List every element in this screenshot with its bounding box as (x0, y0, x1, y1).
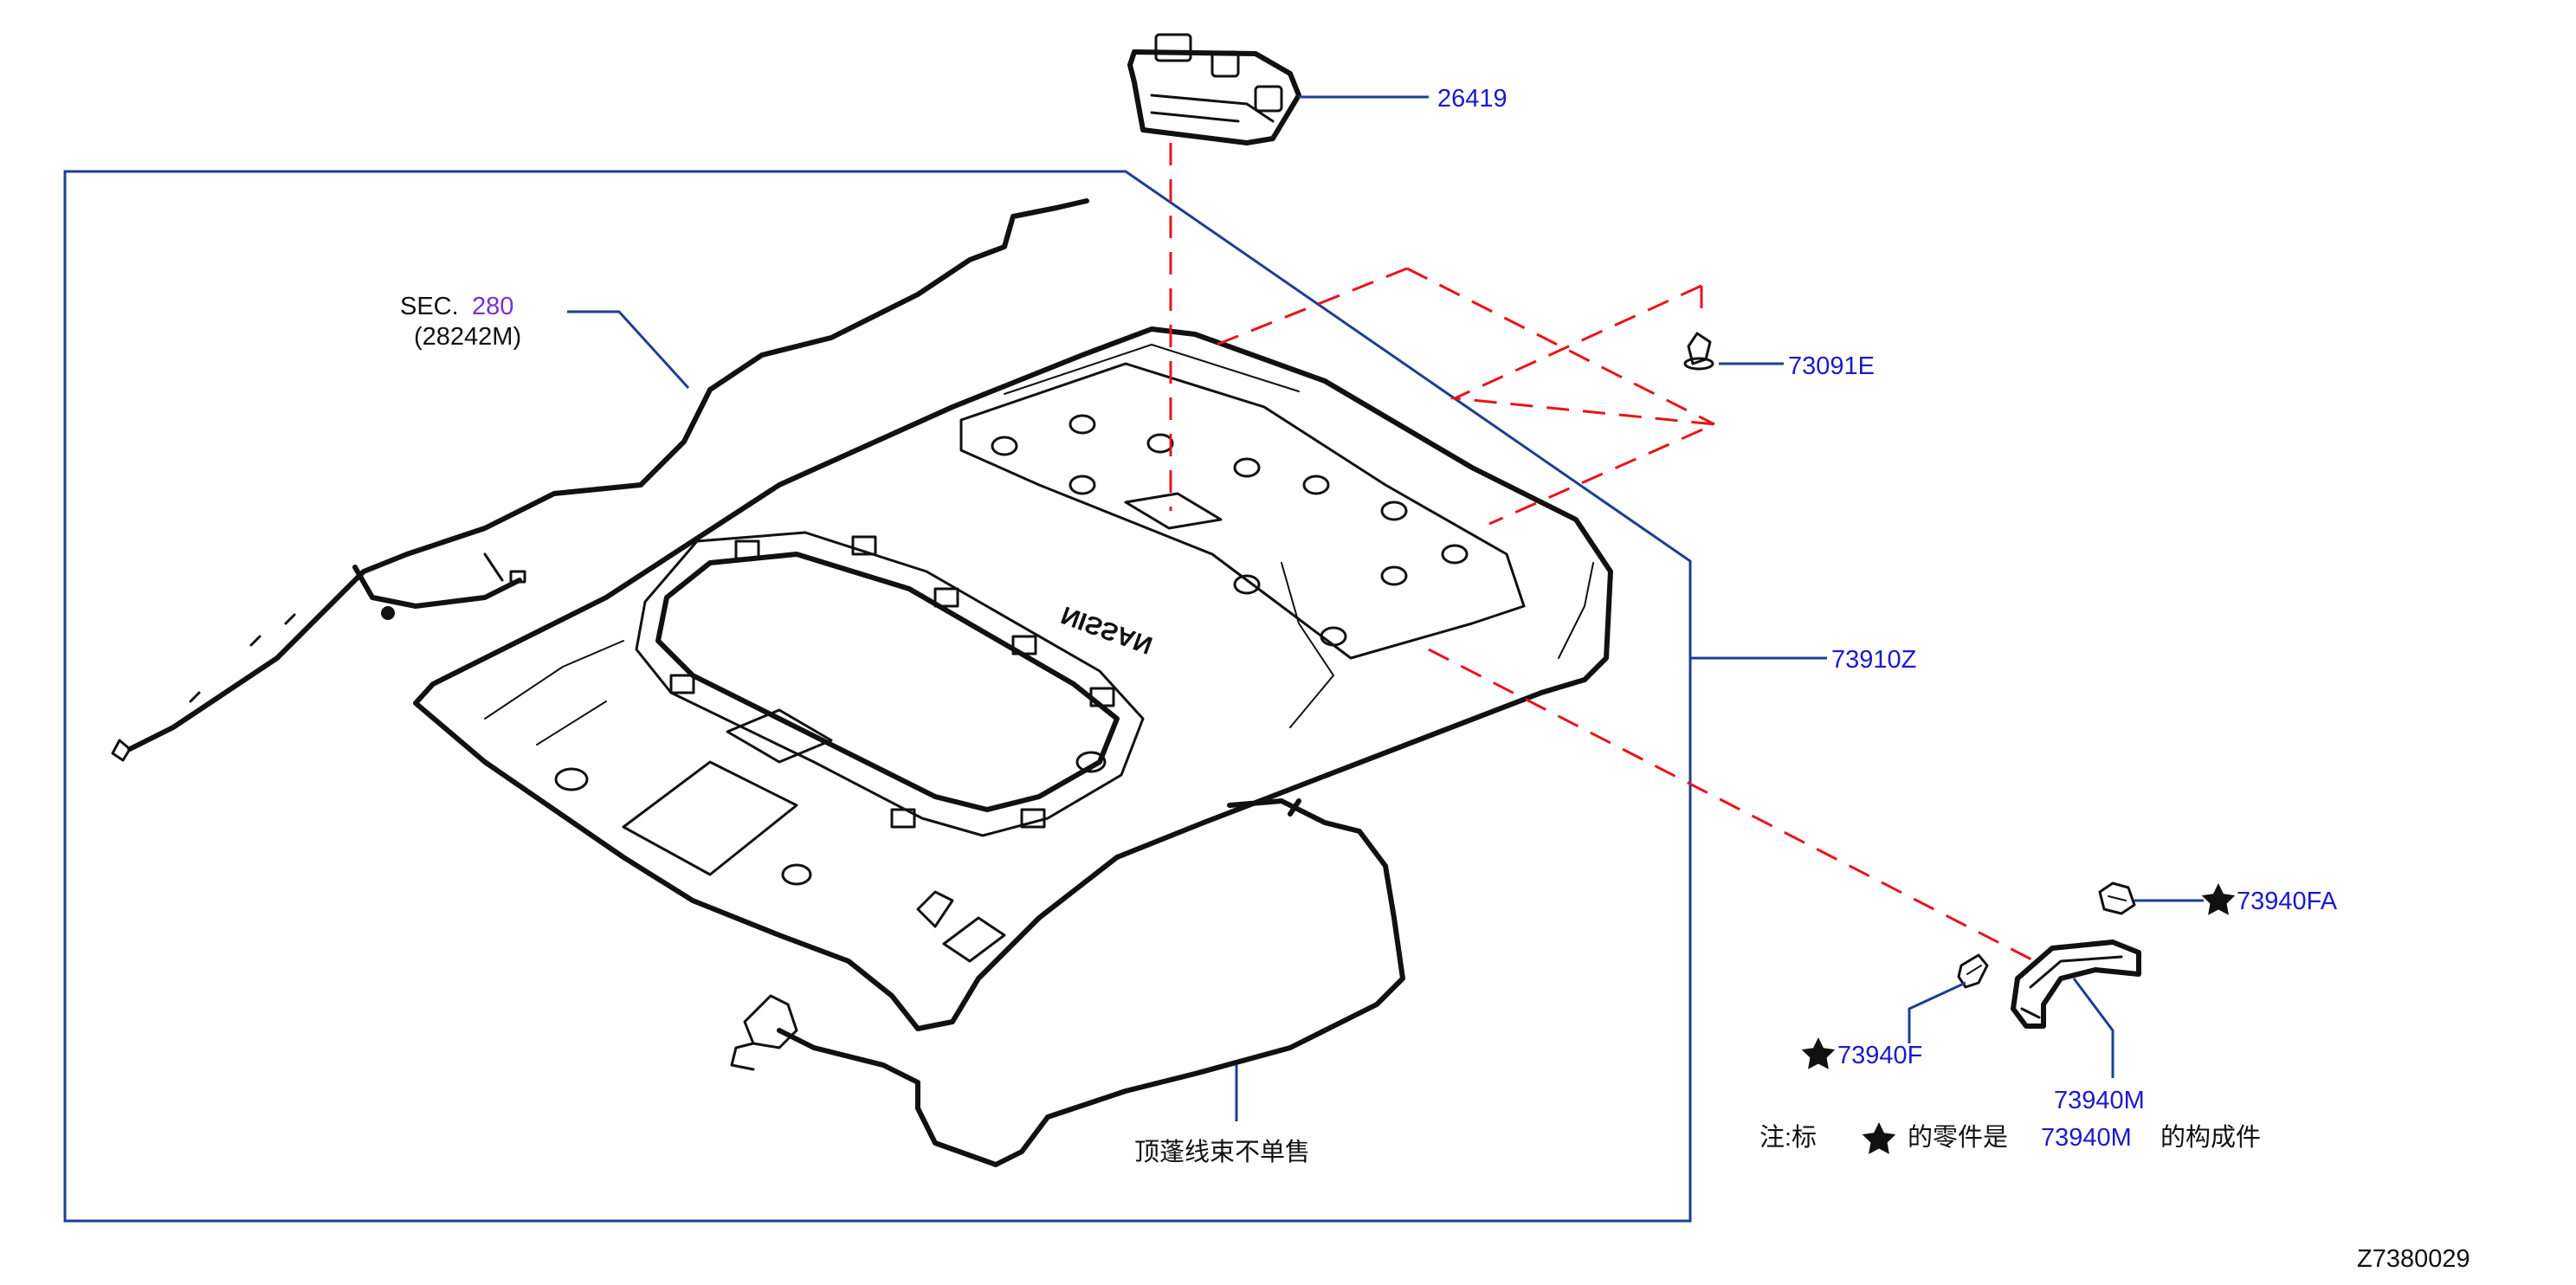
front-harness (730, 798, 1405, 1167)
leader-73940F (1908, 981, 1966, 1043)
section-prefix: SEC. (400, 293, 459, 320)
assist-grip-73940M (2011, 940, 2141, 1029)
section-sub: (28242M) (414, 323, 521, 351)
leader-73940M (2072, 978, 2114, 1078)
assembly-box (63, 170, 1692, 1223)
map-lamp-26419 (1127, 33, 1301, 145)
cover-73940F (1957, 953, 1989, 989)
part-label-73091E[interactable]: 73091E (1788, 352, 1875, 380)
part-label-26419[interactable]: 26419 (1437, 85, 1508, 113)
footnote-part[interactable]: 73940M (2041, 1124, 2132, 1152)
part-label-73910Z[interactable]: 73910Z (1831, 646, 1916, 674)
star-icon (1862, 1122, 1896, 1154)
footnote-middle: 的零件是 (1908, 1123, 2008, 1152)
part-label-73940FA[interactable]: 73940FA (2237, 888, 2338, 915)
clip-73091E (1683, 332, 1714, 371)
star-icon (2201, 883, 2236, 915)
headliner-73910Z: NISSAN (413, 326, 1613, 1031)
guide-73940M (1428, 648, 2036, 963)
harness-note: 顶蓬线束不单售 (1134, 1138, 1310, 1166)
footnote-prefix: 注:标 (1759, 1123, 1817, 1152)
roof-embossing: NISSAN (1057, 600, 1156, 659)
footnote-suffix: 的构成件 (2160, 1123, 2261, 1152)
section-number[interactable]: 280 (472, 293, 513, 320)
star-icon (1801, 1037, 1836, 1069)
diagram-id: Z7380029 (2357, 1245, 2470, 1273)
part-label-73940F[interactable]: 73940F (1837, 1042, 1922, 1069)
leader-sec-280 (567, 310, 690, 390)
cover-73940FA (2098, 881, 2136, 915)
part-label-73940M[interactable]: 73940M (2054, 1087, 2145, 1114)
roof-harness (111, 198, 1089, 762)
guide-73091E (1211, 267, 1720, 526)
